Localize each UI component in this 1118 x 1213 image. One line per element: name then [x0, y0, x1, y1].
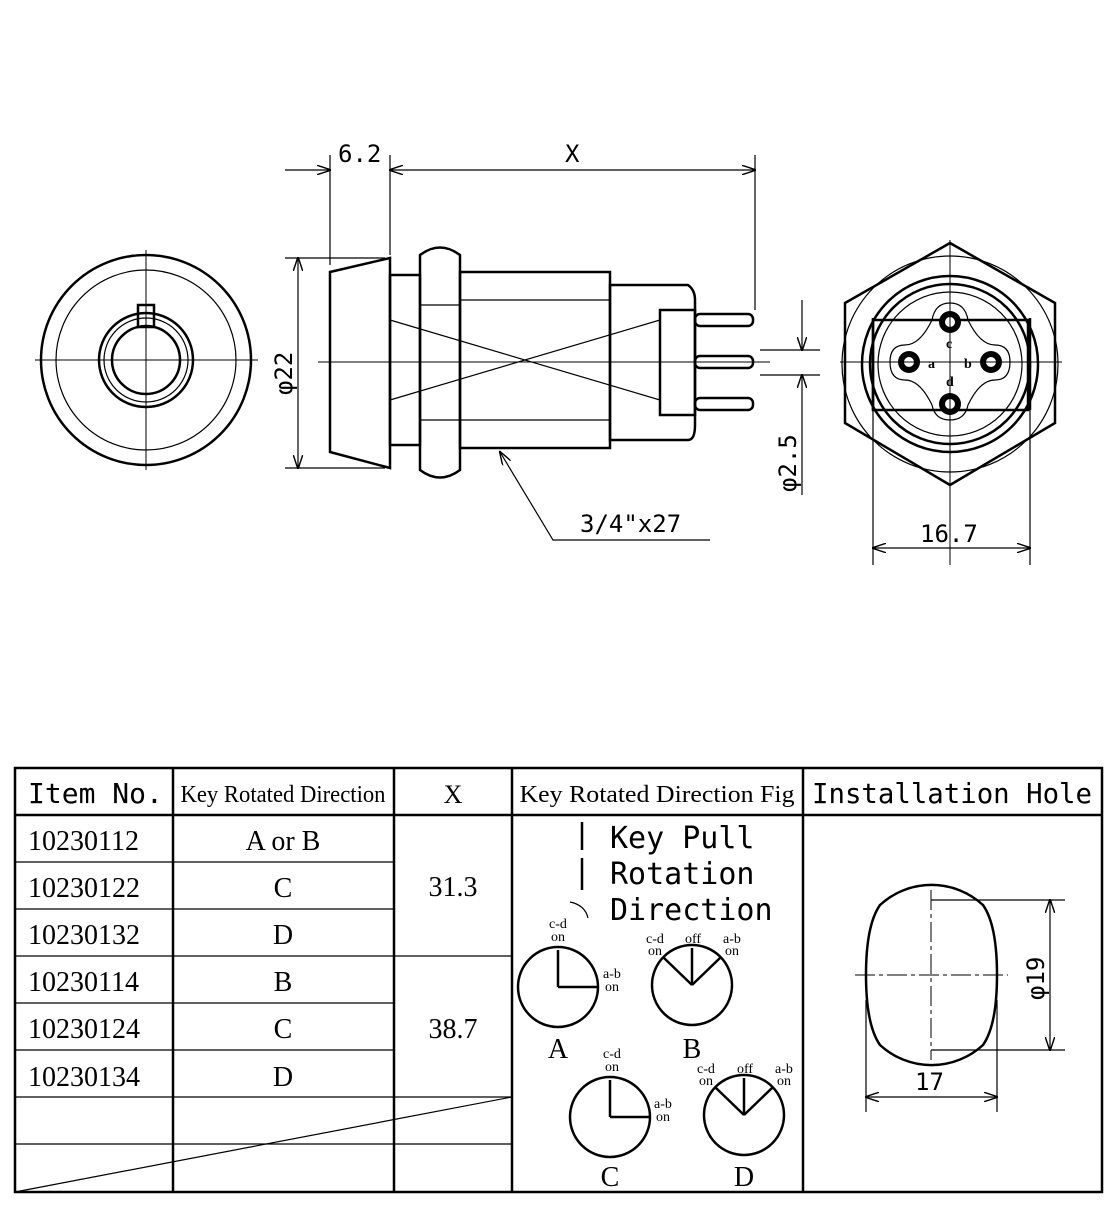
fig-b: c-d on off a-b on B [646, 932, 741, 1065]
fig-label-a: A [548, 1034, 569, 1065]
svg-text:c-d: c-d [646, 932, 664, 947]
header-x: X [444, 780, 463, 809]
terminal-c: c [946, 337, 952, 352]
terminal-d: d [946, 375, 954, 390]
direction: B [274, 967, 293, 998]
svg-text:c-d: c-d [603, 1047, 621, 1062]
svg-text:c-d: c-d [697, 1062, 715, 1077]
header-key-direction: Key Rotated Direction [181, 782, 386, 808]
fig-legend: Key Pull Rotation Direction [569, 821, 773, 928]
terminal-a: a [928, 357, 935, 372]
svg-text:off: off [685, 932, 701, 947]
header-item-no: Item No. [28, 777, 163, 810]
svg-text:off: off [737, 1062, 753, 1077]
legend-direction: Direction [610, 893, 773, 928]
dim-thread: 3/4"x27 [580, 510, 681, 538]
fig-label-b: B [683, 1034, 702, 1065]
dim-x: X [565, 140, 580, 168]
dim-17: 17 [915, 1068, 944, 1096]
fig-c: c-d on a-b on C [568, 1047, 672, 1193]
direction: A or B [246, 826, 321, 857]
item-no: 10230124 [28, 1014, 140, 1045]
svg-text:on: on [648, 944, 662, 959]
item-no: 10230132 [28, 920, 140, 951]
item-no: 10230112 [28, 826, 139, 857]
dim-phi19: φ19 [1022, 957, 1050, 1000]
direction: C [274, 873, 293, 904]
item-no: 10230122 [28, 873, 140, 904]
x-value: 31.3 [429, 872, 478, 903]
legend-key-pull: Key Pull [610, 821, 755, 856]
installation-hole: φ19 17 [855, 883, 1065, 1112]
direction: D [273, 1062, 293, 1093]
item-no: 10230114 [28, 967, 139, 998]
svg-text:on: on [551, 930, 565, 945]
item-no: 10230134 [28, 1062, 140, 1093]
svg-text:on: on [699, 1074, 713, 1089]
svg-text:on: on [656, 1110, 670, 1125]
svg-text:on: on [605, 980, 619, 995]
side-view: 6.2 X φ22 φ2.5 3/4"x27 [270, 140, 820, 541]
fig-d: c-d on off a-b on D [697, 1062, 793, 1193]
dim-phi22: φ22 [270, 352, 298, 395]
svg-text:a-b: a-b [723, 932, 741, 947]
svg-text:a-b: a-b [654, 1097, 672, 1112]
svg-text:on: on [725, 944, 739, 959]
direction: D [273, 920, 293, 951]
svg-text:a-b: a-b [603, 967, 621, 982]
svg-text:a-b: a-b [775, 1062, 793, 1077]
direction: C [274, 1014, 293, 1045]
fig-a: c-d on a-b on A [516, 917, 621, 1065]
dim-6-2: 6.2 [338, 140, 381, 168]
header-installation-hole: Installation Hole [812, 777, 1092, 810]
dim-16-7: 16.7 [920, 520, 978, 548]
header-direction-fig: Key Rotated Direction Fig [520, 782, 795, 808]
front-view [35, 250, 258, 470]
legend-rotation: Rotation [610, 857, 755, 892]
svg-text:c-d: c-d [549, 917, 567, 932]
svg-text:on: on [777, 1074, 791, 1089]
rear-view: a b c d 16.7 [840, 240, 1062, 565]
svg-text:on: on [605, 1060, 619, 1075]
x-value: 38.7 [429, 1014, 478, 1045]
dim-phi2-5: φ2.5 [774, 434, 802, 492]
fig-label-c: C [601, 1162, 620, 1193]
terminal-b: b [964, 357, 972, 372]
spec-table: Item No. Key Rotated Direction X Key Rot… [13, 766, 1104, 1194]
fig-label-d: D [734, 1162, 754, 1193]
